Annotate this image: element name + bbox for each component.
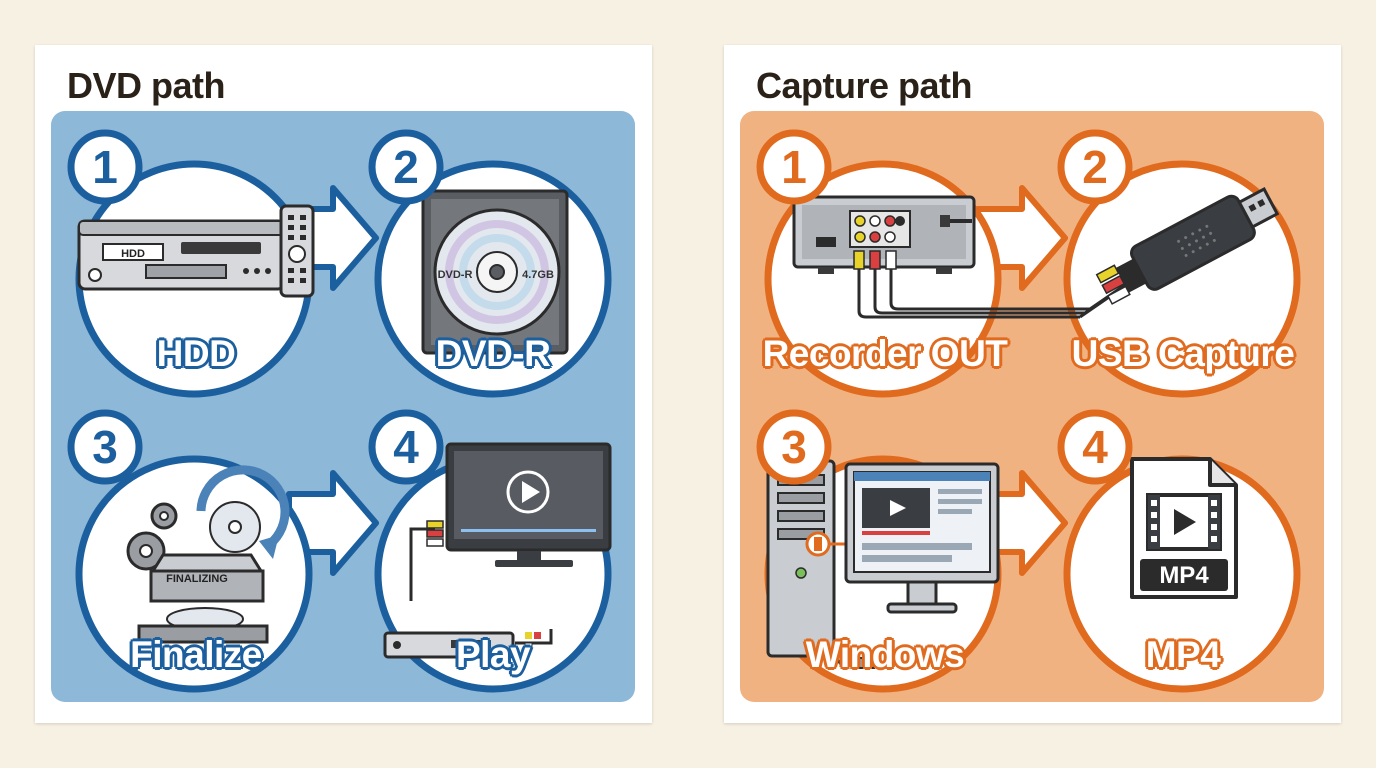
mp4-file-text: MP4: [1159, 562, 1209, 589]
svg-text:3: 3: [781, 421, 807, 473]
windows-pc-icon: [766, 459, 1000, 669]
svg-text:4: 4: [1082, 421, 1108, 473]
mp4-file-icon: MP4: [1130, 457, 1238, 599]
dvd-path-title: DVD path: [67, 65, 226, 106]
step-4-label: Play: [455, 634, 531, 675]
step-1-number-badge: 1: [756, 129, 832, 205]
step-2-number-badge: 2: [1057, 129, 1133, 205]
step-1-number-badge: 1: [67, 129, 143, 205]
usb-capture-device-icon: [1095, 187, 1280, 305]
step-1-label: Recorder OUT: [762, 333, 1008, 374]
svg-text:1: 1: [92, 141, 118, 193]
disc-text-right: 4.7GB: [522, 269, 554, 281]
capture-path-card: Capture path: [724, 45, 1341, 723]
step-4-label: MP4: [1145, 634, 1221, 675]
step-4-number-badge: 4: [1057, 409, 1133, 485]
capture-path-title: Capture path: [756, 65, 973, 106]
finalizing-text: FINALIZING: [166, 573, 228, 585]
step-3-number-badge: 3: [756, 409, 832, 485]
dvd-path-diagram: HDD DVD-: [67, 129, 612, 693]
svg-text:2: 2: [1082, 141, 1108, 193]
step-3-label: Windows: [805, 634, 965, 675]
svg-text:4: 4: [393, 421, 419, 473]
step-2-number-badge: 2: [368, 129, 444, 205]
tv-and-dvd-player-icon: [383, 442, 612, 659]
capture-path-panel: MP4 1 2 3 4 Recorder OUT USB Capture Win…: [740, 111, 1324, 702]
svg-text:1: 1: [781, 141, 807, 193]
hdd-recorder-with-remote-icon: HDD: [77, 204, 315, 298]
capture-path-diagram: MP4 1 2 3 4: [756, 129, 1301, 693]
finalize-disc-icon: FINALIZING: [126, 465, 290, 644]
step-2-label: DVD-R: [435, 333, 551, 374]
svg-text:2: 2: [393, 141, 419, 193]
hdd-device-text: HDD: [121, 248, 145, 260]
disc-text-left: DVD-R: [438, 269, 473, 281]
dvd-path-card: DVD path HDD: [35, 45, 652, 723]
step-3-number-badge: 3: [67, 409, 143, 485]
step-1-label: HDD: [156, 333, 236, 374]
dvd-path-panel: HDD DVD-: [51, 111, 635, 702]
step-3-label: Finalize: [130, 634, 262, 675]
step-2-label: USB Capture: [1071, 333, 1295, 374]
dvd-r-disc-icon: DVD-R 4.7GB: [421, 189, 569, 355]
recorder-av-out-icon: [792, 195, 1139, 319]
svg-text:3: 3: [92, 421, 118, 473]
step-4-number-badge: 4: [368, 409, 444, 485]
